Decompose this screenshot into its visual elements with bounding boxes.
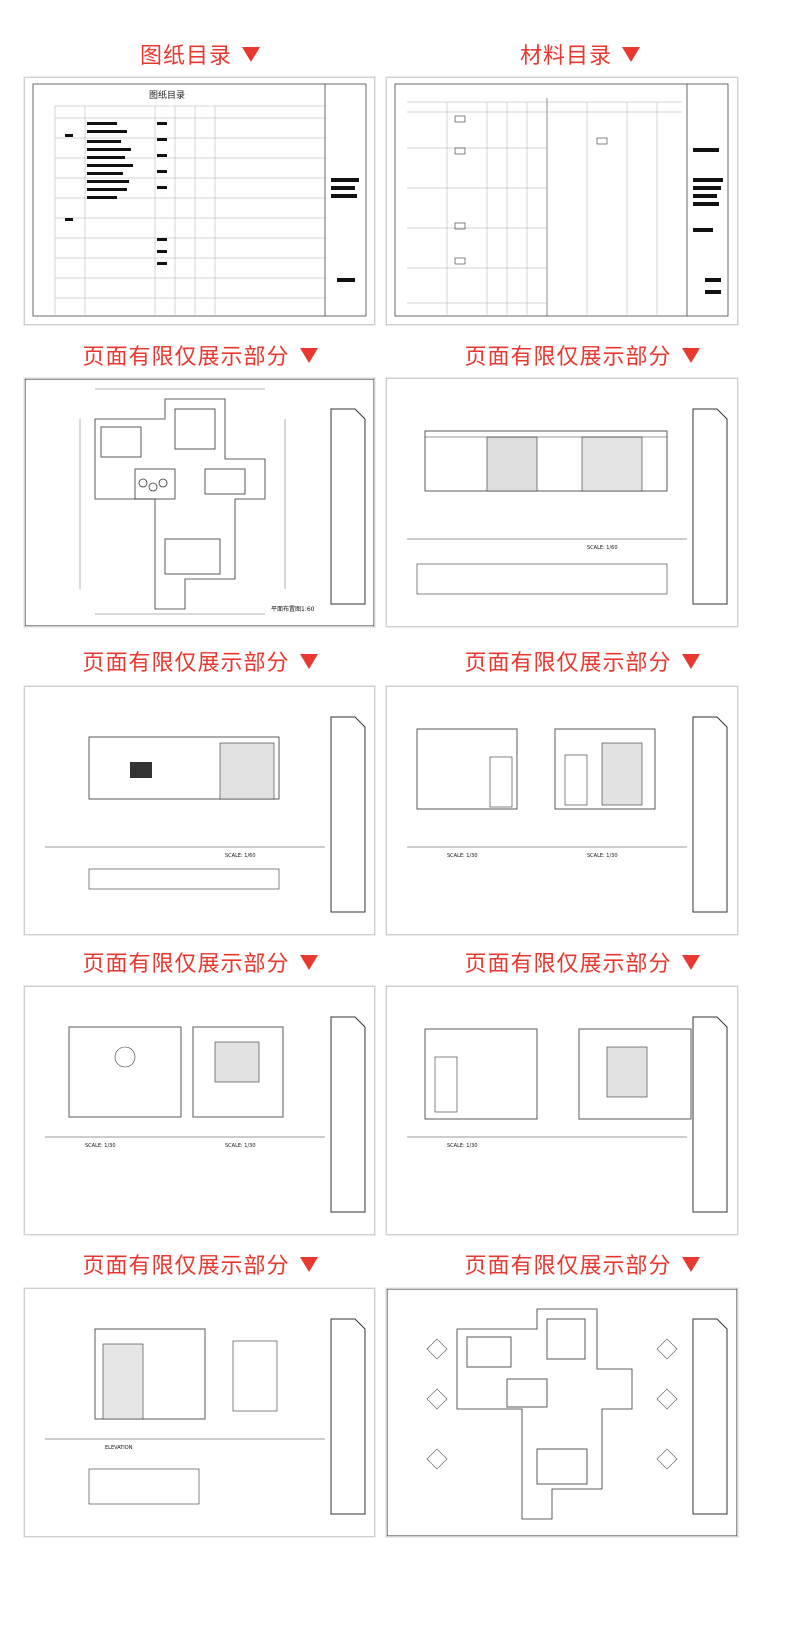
caption-partial-display-5: 页面有限仅展示部分 — [40, 945, 360, 979]
triangle-down-icon — [622, 46, 640, 62]
thumbnail-material-index — [386, 77, 738, 325]
triangle-down-icon — [681, 954, 700, 970]
caption-partial-display-7: 页面有限仅展示部分 — [40, 1247, 360, 1281]
floor-plan-title: 平面布置图1:60 — [271, 605, 315, 613]
scale-label: SCALE: 1/30 — [447, 853, 478, 859]
caption-partial-display-2: 页面有限仅展示部分 — [422, 338, 742, 372]
caption-partial-display-6: 页面有限仅展示部分 — [422, 945, 742, 979]
triangle-down-icon — [299, 653, 318, 669]
caption-partial-display-3: 页面有限仅展示部分 — [40, 644, 360, 678]
scale-label: SCALE: 1/30 — [447, 1143, 478, 1149]
thumbnail-elevation-a: SCALE: 1/60 — [386, 378, 738, 627]
caption-partial-display-4: 页面有限仅展示部分 — [422, 644, 742, 678]
thumbnail-elevation-f: ELEVATION — [24, 1288, 375, 1537]
triangle-down-icon — [681, 347, 700, 363]
triangle-down-icon — [242, 46, 260, 62]
scale-label: SCALE: 1/60 — [587, 545, 618, 551]
triangle-down-icon — [681, 1256, 700, 1272]
triangle-down-icon — [299, 1256, 318, 1272]
caption-partial-display-1: 页面有限仅展示部分 — [40, 338, 360, 372]
scale-label: SCALE: 1/30 — [587, 853, 618, 859]
caption-drawing-index: 图纸目录 — [90, 37, 310, 71]
elevation-label: ELEVATION — [105, 1445, 133, 1451]
caption-material-index: 材料目录 — [470, 37, 690, 71]
scale-label: SCALE: 1/60 — [225, 853, 256, 859]
thumbnail-floor-plan: 平面布置图1:60 — [24, 378, 375, 627]
triangle-down-icon — [299, 954, 318, 970]
triangle-down-icon — [681, 653, 700, 669]
scale-label: SCALE: 1/30 — [225, 1143, 256, 1149]
thumbnail-drawing-index: 图纸目录 — [24, 77, 375, 325]
caption-partial-display-8: 页面有限仅展示部分 — [422, 1247, 742, 1281]
thumbnail-elevation-d: SCALE: 1/30 SCALE: 1/30 — [24, 986, 375, 1235]
drawing-index-title: 图纸目录 — [149, 89, 185, 101]
thumbnail-elevation-c: SCALE: 1/30 SCALE: 1/30 — [386, 686, 738, 935]
triangle-down-icon — [299, 347, 318, 363]
thumbnail-elevation-e: SCALE: 1/30 — [386, 986, 738, 1235]
thumbnail-elevation-b: SCALE: 1/60 — [24, 686, 375, 935]
scale-label: SCALE: 1/30 — [85, 1143, 116, 1149]
thumbnail-ceiling-plan — [386, 1288, 738, 1537]
